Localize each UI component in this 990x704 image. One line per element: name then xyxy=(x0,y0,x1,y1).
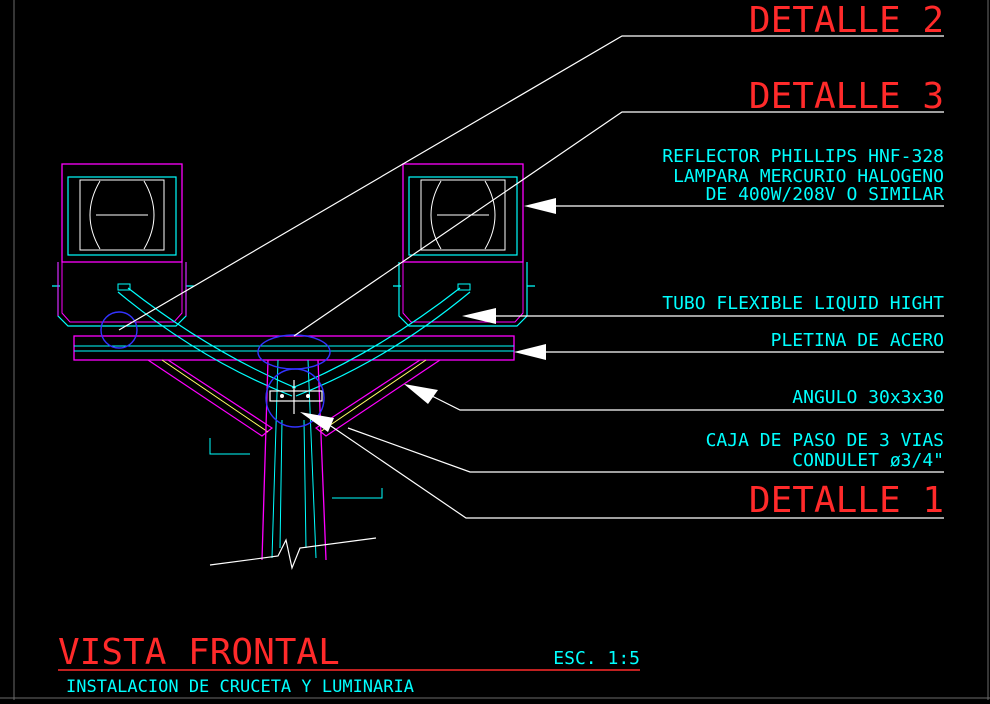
title-block: VISTA FRONTAL ESC. 1:5 INSTALACION DE CR… xyxy=(58,632,640,697)
reflector-line-3: DE 400W/208V O SIMILAR xyxy=(706,184,945,205)
caja-line-2: CONDULET ø3/4" xyxy=(792,450,944,471)
steel-plate-crossarm xyxy=(73,335,515,361)
reflector-line-2: LAMPARA MERCURIO HALOGENO xyxy=(673,166,944,187)
detalle-3-label: DETALLE 3 xyxy=(749,76,944,117)
junction-box-condulet xyxy=(269,380,323,414)
note-angulo: ANGULO 30x3x30 xyxy=(792,387,944,408)
callout-detalle-2: DETALLE 2 xyxy=(749,0,944,41)
view-title: VISTA FRONTAL xyxy=(58,632,340,673)
callout-detalle-1: DETALLE 1 xyxy=(749,480,944,521)
flexible-conduit xyxy=(117,287,471,397)
leader-lines xyxy=(118,35,944,519)
reflector-line-1: REFLECTOR PHILLIPS HNF-328 xyxy=(662,146,944,167)
note-reflector: REFLECTOR PHILLIPS HNF-328 LAMPARA MERCU… xyxy=(662,146,944,205)
note-caja: CAJA DE PASO DE 3 VIAS CONDULET ø3/4" xyxy=(706,430,944,471)
leader-arrowheads xyxy=(300,198,556,432)
scale-label: ESC. 1:5 xyxy=(553,648,640,669)
detalle-1-label: DETALLE 1 xyxy=(749,480,944,521)
caja-line-1: CAJA DE PASO DE 3 VIAS xyxy=(706,430,944,451)
callout-detalle-3: DETALLE 3 xyxy=(749,76,944,117)
detalle-2-label: DETALLE 2 xyxy=(749,0,944,41)
pole xyxy=(209,359,383,571)
note-pletina: PLETINA DE ACERO xyxy=(771,330,944,351)
note-tubo: TUBO FLEXIBLE LIQUID HIGHT xyxy=(662,293,944,314)
view-subtitle: INSTALACION DE CRUCETA Y LUMINARIA xyxy=(66,677,414,697)
luminaire-right xyxy=(393,163,535,327)
detail-markers xyxy=(100,311,331,428)
luminaire-left xyxy=(52,163,194,327)
